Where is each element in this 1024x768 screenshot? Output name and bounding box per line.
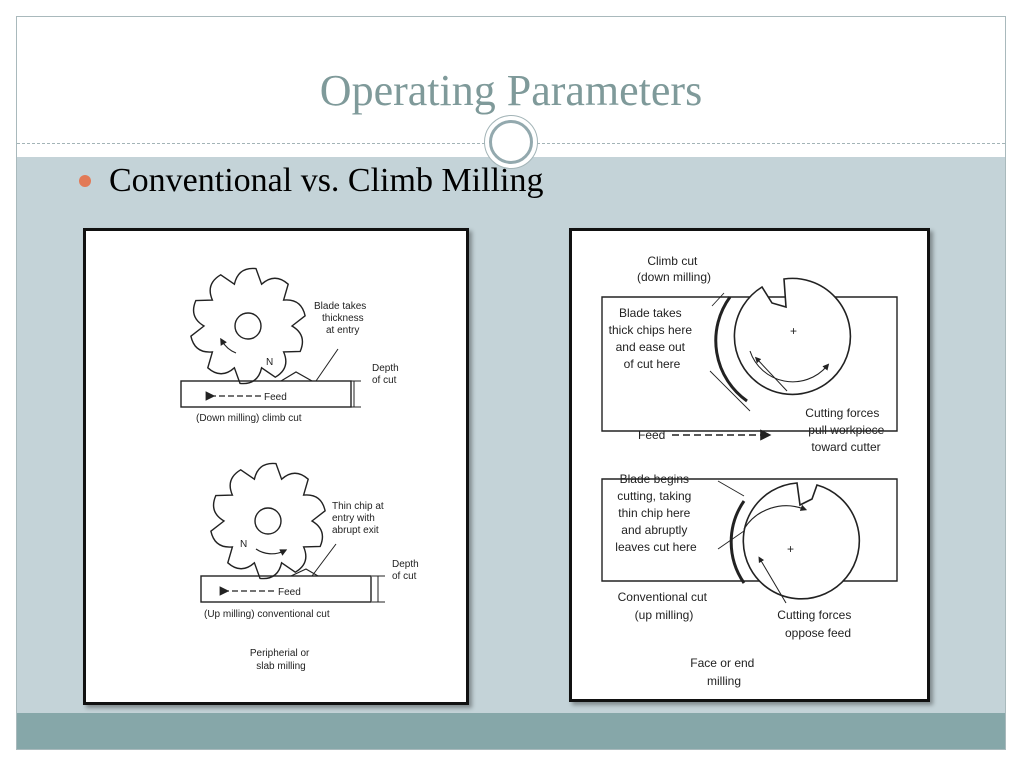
conventional-note: Blade begins cutting, taking thin chip h… [615,472,697,554]
bottom-caption: (Up milling) conventional cut [204,609,330,620]
cutter-top: N [190,267,306,385]
svg-text:+: + [790,324,797,338]
top-feed-label: Feed [264,392,287,403]
divider-circle-inner [489,120,533,164]
conventional-forces: Cutting forces oppose feed [777,608,854,640]
cutter-climb: + [714,277,852,403]
slide-title: Operating Parameters [319,66,703,115]
top-rotation-label: N [266,357,273,368]
conventional-cut-title: Conventional cut (up milling) [618,590,711,622]
workpiece-conventional [601,478,898,582]
figure-slab-milling: N Blade takes thickness at entry Depth o… [83,228,469,705]
top-depth-label: Depth of cut [372,363,401,386]
slide: Operating Parameters Conventional vs. Cl… [16,16,1006,750]
footer-band [17,713,1005,749]
workpiece-bottom [200,575,372,603]
top-caption: (Down milling) climb cut [196,413,302,424]
climb-forces: Cutting forces pull workpiece toward cut… [805,406,887,454]
feed-label: Feed [638,428,665,442]
bullet-text: Conventional vs. Climb Milling [109,162,544,199]
bullet-dot-icon [79,175,91,187]
right-figure-footer: Face or end milling [690,656,757,688]
bullet-item: Conventional vs. Climb Milling [79,162,543,200]
divider-circle-ornament [484,115,538,169]
bottom-feed-label: Feed [278,587,301,598]
bottom-note: Thin chip at entry with abrupt exit [332,501,386,536]
climb-note: Blade takes thick chips here and ease ou… [609,306,696,371]
figure-face-milling: Climb cut (down milling) + Blade takes t… [569,228,930,702]
cutter-conventional: + [729,482,861,604]
svg-text:+: + [787,542,794,556]
cutter-bottom: N [210,462,326,580]
left-figure-footer: Peripherial or slab milling [250,648,312,672]
bottom-depth-label: Depth of cut [392,559,421,582]
workpiece-top [180,380,352,408]
climb-cut-title: Climb cut (down milling) [637,254,711,284]
bottom-rotation-label: N [240,539,247,550]
top-note: Blade takes thickness at entry [314,301,369,336]
